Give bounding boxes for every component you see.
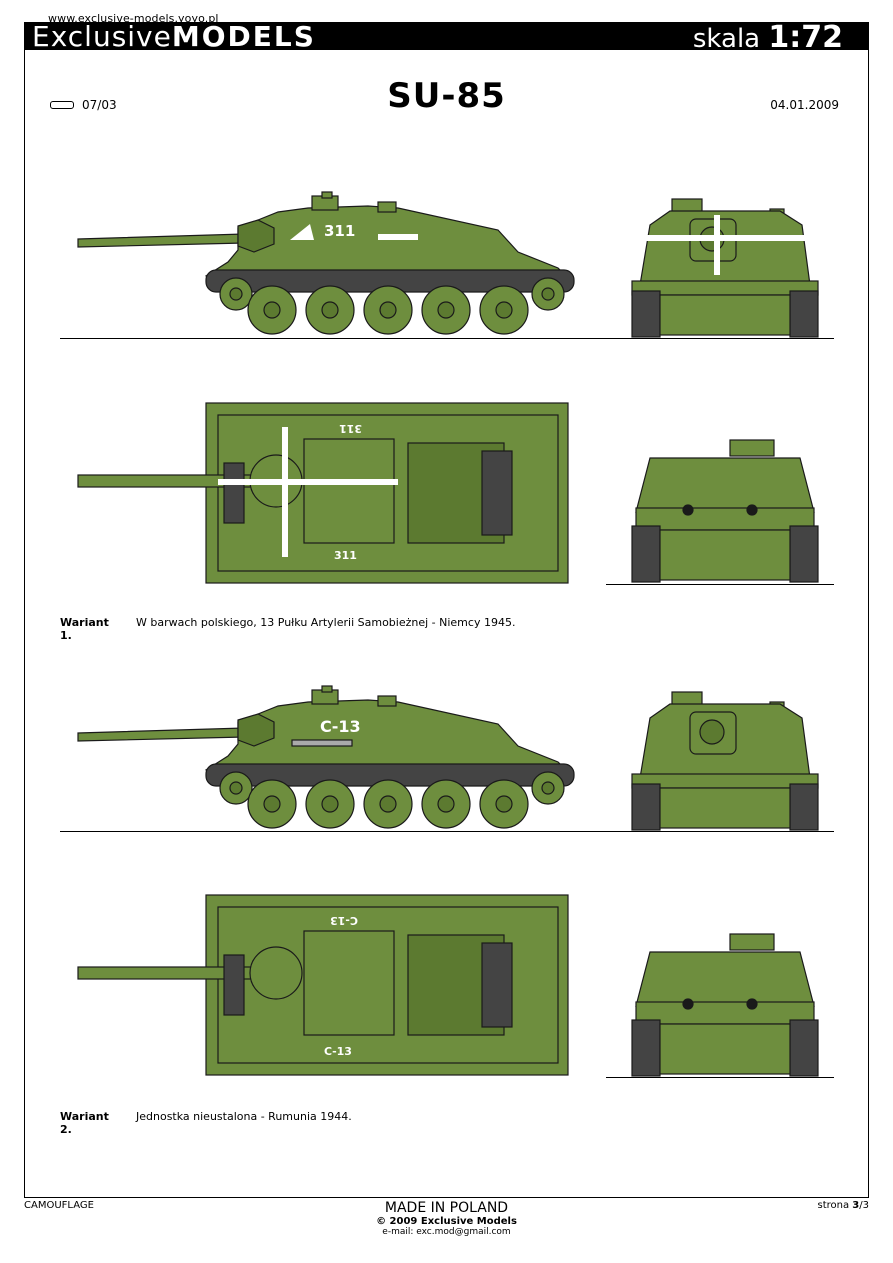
- ground-line: [606, 338, 834, 339]
- variant2-top-view: С-13 С-13: [77, 894, 569, 1076]
- ground-line: [606, 584, 834, 585]
- footer-camouflage: CAMOUFLAGE: [24, 1200, 94, 1211]
- variant1-top-marking-left: 311: [339, 422, 362, 435]
- page-title: SU-85: [387, 76, 506, 116]
- variant-2-caption: Wariant 2. Jednostka nieustalona - Rumun…: [60, 1110, 352, 1136]
- variant1-front-view: [631, 198, 819, 338]
- variant-2-description: Jednostka nieustalona - Rumunia 1944.: [136, 1110, 352, 1123]
- brand-light: Exclusive: [32, 20, 172, 53]
- sheet-date: 04.01.2009: [770, 98, 839, 112]
- brand-bold: MODELS: [171, 20, 316, 53]
- header-bar: ExclusiveMODELS skala 1:72: [24, 20, 869, 55]
- variant-2-label: Wariant 2.: [60, 1110, 109, 1136]
- page-frame: [24, 50, 869, 1198]
- ground-line: [606, 1077, 834, 1078]
- page-prefix: strona: [817, 1200, 853, 1211]
- variant2-side-marking: С-13: [320, 717, 361, 736]
- variant2-top-marking-right: С-13: [324, 1045, 352, 1058]
- scale-word: skala: [692, 24, 761, 54]
- ground-line: [606, 831, 834, 832]
- sheet-number-text: 07/03: [82, 98, 117, 112]
- made-in: MADE IN POLAND: [384, 1200, 509, 1216]
- sheet-number: 07/03: [50, 98, 117, 112]
- variant1-top-marking-right: 311: [334, 549, 357, 562]
- variant-1-label: Wariant 1.: [60, 616, 109, 642]
- ground-line: [60, 338, 834, 339]
- scale-value: 1:72: [768, 20, 843, 55]
- brand-logo: ExclusiveMODELS: [32, 20, 316, 53]
- variant-1-caption: Wariant 1. W barwach polskiego, 13 Pułku…: [60, 616, 515, 642]
- copyright: © 2009 Exclusive Models: [376, 1216, 517, 1227]
- variant1-rear-view: [631, 439, 819, 583]
- page-total: /3: [859, 1200, 869, 1211]
- ground-line: [60, 831, 834, 832]
- variant1-side-marking: 311: [324, 222, 355, 240]
- variant2-front-view: [631, 691, 819, 831]
- page-current: 3: [852, 1200, 860, 1211]
- footer-center: MADE IN POLAND © 2009 Exclusive Models e…: [0, 1200, 893, 1237]
- site-url: www.exclusive-models.yoyo.pl: [48, 12, 219, 25]
- variant1-top-view: 311 311: [77, 402, 569, 584]
- variant1-side-view: 311: [77, 191, 575, 335]
- page-number: strona 3/3: [818, 1200, 870, 1211]
- sheet-icon: [50, 101, 74, 109]
- variant2-side-view: С-13: [77, 685, 575, 829]
- variant-1-description: W barwach polskiego, 13 Pułku Artylerii …: [136, 616, 516, 629]
- variant2-rear-view: [631, 933, 819, 1077]
- scale-label: skala 1:72: [693, 20, 843, 55]
- variant2-top-marking-left: С-13: [330, 914, 358, 927]
- email: e-mail: exc.mod@gmail.com: [382, 1227, 511, 1237]
